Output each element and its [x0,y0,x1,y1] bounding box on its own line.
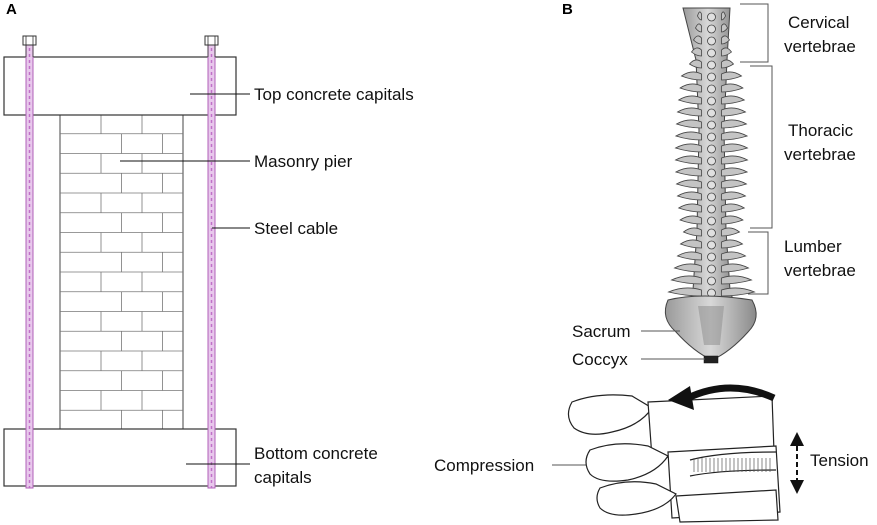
label-bottom-capitals-1: Bottom concrete [254,444,378,463]
bending-arrow-head [668,386,694,410]
label-thoracic-2: vertebrae [784,145,856,164]
label-tension: Tension [810,451,869,470]
label-compression: Compression [434,456,534,475]
tension-arrow [790,432,804,494]
vertebra-processes [667,11,756,298]
label-masonry-pier: Masonry pier [254,152,353,171]
label-cervical-2: vertebrae [784,37,856,56]
steel-cable-right [204,35,219,489]
label-top-capitals: Top concrete capitals [254,85,414,104]
label-coccyx: Coccyx [572,350,628,369]
top-concrete-capital [3,56,237,116]
label-steel-cable: Steel cable [254,219,338,238]
brick-courses [60,114,183,431]
label-bottom-capitals-2: capitals [254,468,312,487]
bottom-concrete-capital [3,428,237,487]
masonry-pier [59,113,184,431]
region-brackets [740,3,773,295]
panel-b-letter: B [562,1,573,18]
label-cervical-1: Cervical [788,13,849,32]
spine-illustration [664,7,757,364]
panel-a-letter: A [6,1,17,18]
label-sacrum: Sacrum [572,322,631,341]
lumbar-segment-illustration [567,394,781,523]
panel-a-leaders [120,93,250,465]
bending-arrow [686,384,776,402]
steel-cable-left [22,35,37,489]
label-thoracic-1: Thoracic [788,121,854,140]
label-lumber-1: Lumber [784,237,842,256]
label-lumber-2: vertebrae [784,261,856,280]
